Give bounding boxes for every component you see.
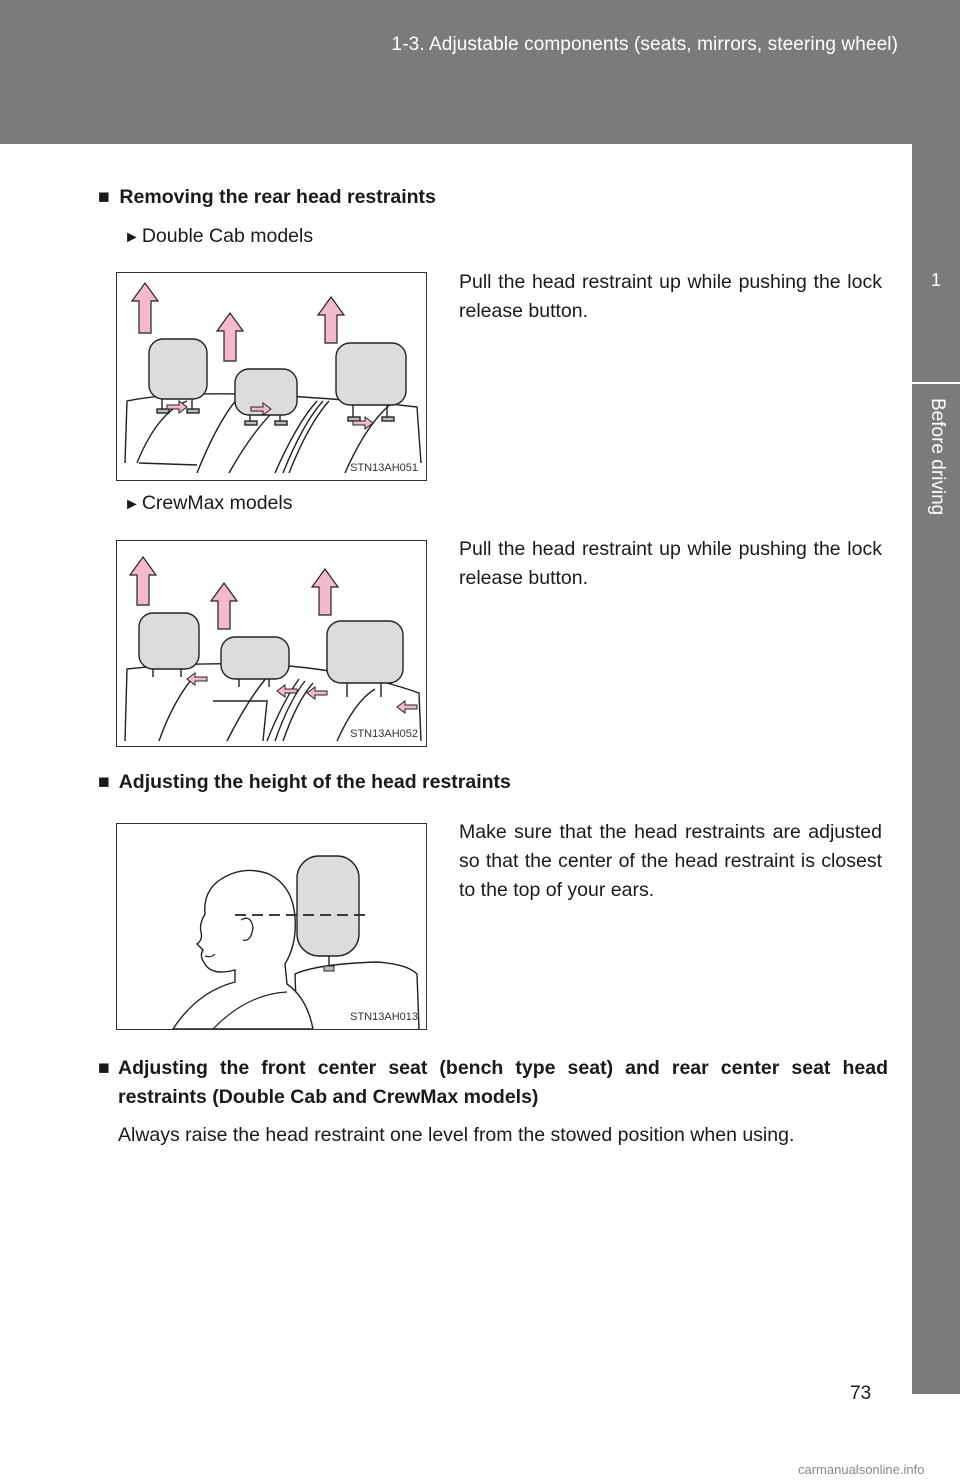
bullet-marker: ► [124,229,140,246]
section-marker: ■ [98,771,110,793]
figure-double-cab: STN13AH051 [116,272,427,481]
figure-code: STN13AH051 [350,462,418,474]
figure-code: STN13AH013 [350,1011,418,1023]
chapter-name: Before driving [927,398,948,516]
subhead-double-cab: ►Double Cab models [124,225,313,248]
section-heading-removing: ■ Removing the rear head restraints [98,186,436,209]
double-cab-illustration [124,281,422,474]
figure-crewmax: STN13AH052 [116,540,427,747]
section-heading-text: Adjusting the height of the head restrai… [118,771,511,793]
crewmax-instructions: Pull the head restraint up while pushing… [459,538,882,589]
figure-head-height: STN13AH013 [116,823,427,1030]
subhead-crewmax-label: CrewMax models [141,492,293,514]
section-marker: ■ [98,1057,110,1079]
page-header: 1-3. Adjustable components (seats, mirro… [0,0,960,144]
section-marker: ■ [98,186,110,208]
section-heading-text: Adjusting the front center seat (bench t… [118,1057,888,1108]
figure-code: STN13AH052 [350,728,418,740]
chapter-number-box: 1 [912,144,960,382]
page-number: 73 [850,1383,872,1404]
subhead-double-cab-label: Double Cab models [141,225,314,247]
bullet-marker: ► [124,496,140,513]
crewmax-illustration [124,555,422,742]
chapter-separator [912,382,960,384]
chapter-side-tab: 1 Before driving [912,144,960,1394]
chapter-number: 1 [930,270,941,290]
double-cab-instructions: Pull the head restraint up while pushing… [459,271,882,322]
subhead-crewmax: ►CrewMax models [124,492,292,515]
center-seat-instructions: Always raise the head restraint one leve… [118,1124,795,1146]
watermark-link[interactable]: carmanualsonline.info [798,1462,925,1477]
section-heading-text: Removing the rear head restraints [119,186,436,208]
head-height-instructions: Make sure that the head restraints are a… [459,821,882,901]
section-heading-adjusting-center: ■ Adjusting the front center seat (bench… [98,1054,888,1112]
head-height-illustration [172,855,420,1029]
header-title: 1-3. Adjustable components (seats, mirro… [391,34,898,55]
section-heading-adjusting-height: ■ Adjusting the height of the head restr… [98,771,511,794]
